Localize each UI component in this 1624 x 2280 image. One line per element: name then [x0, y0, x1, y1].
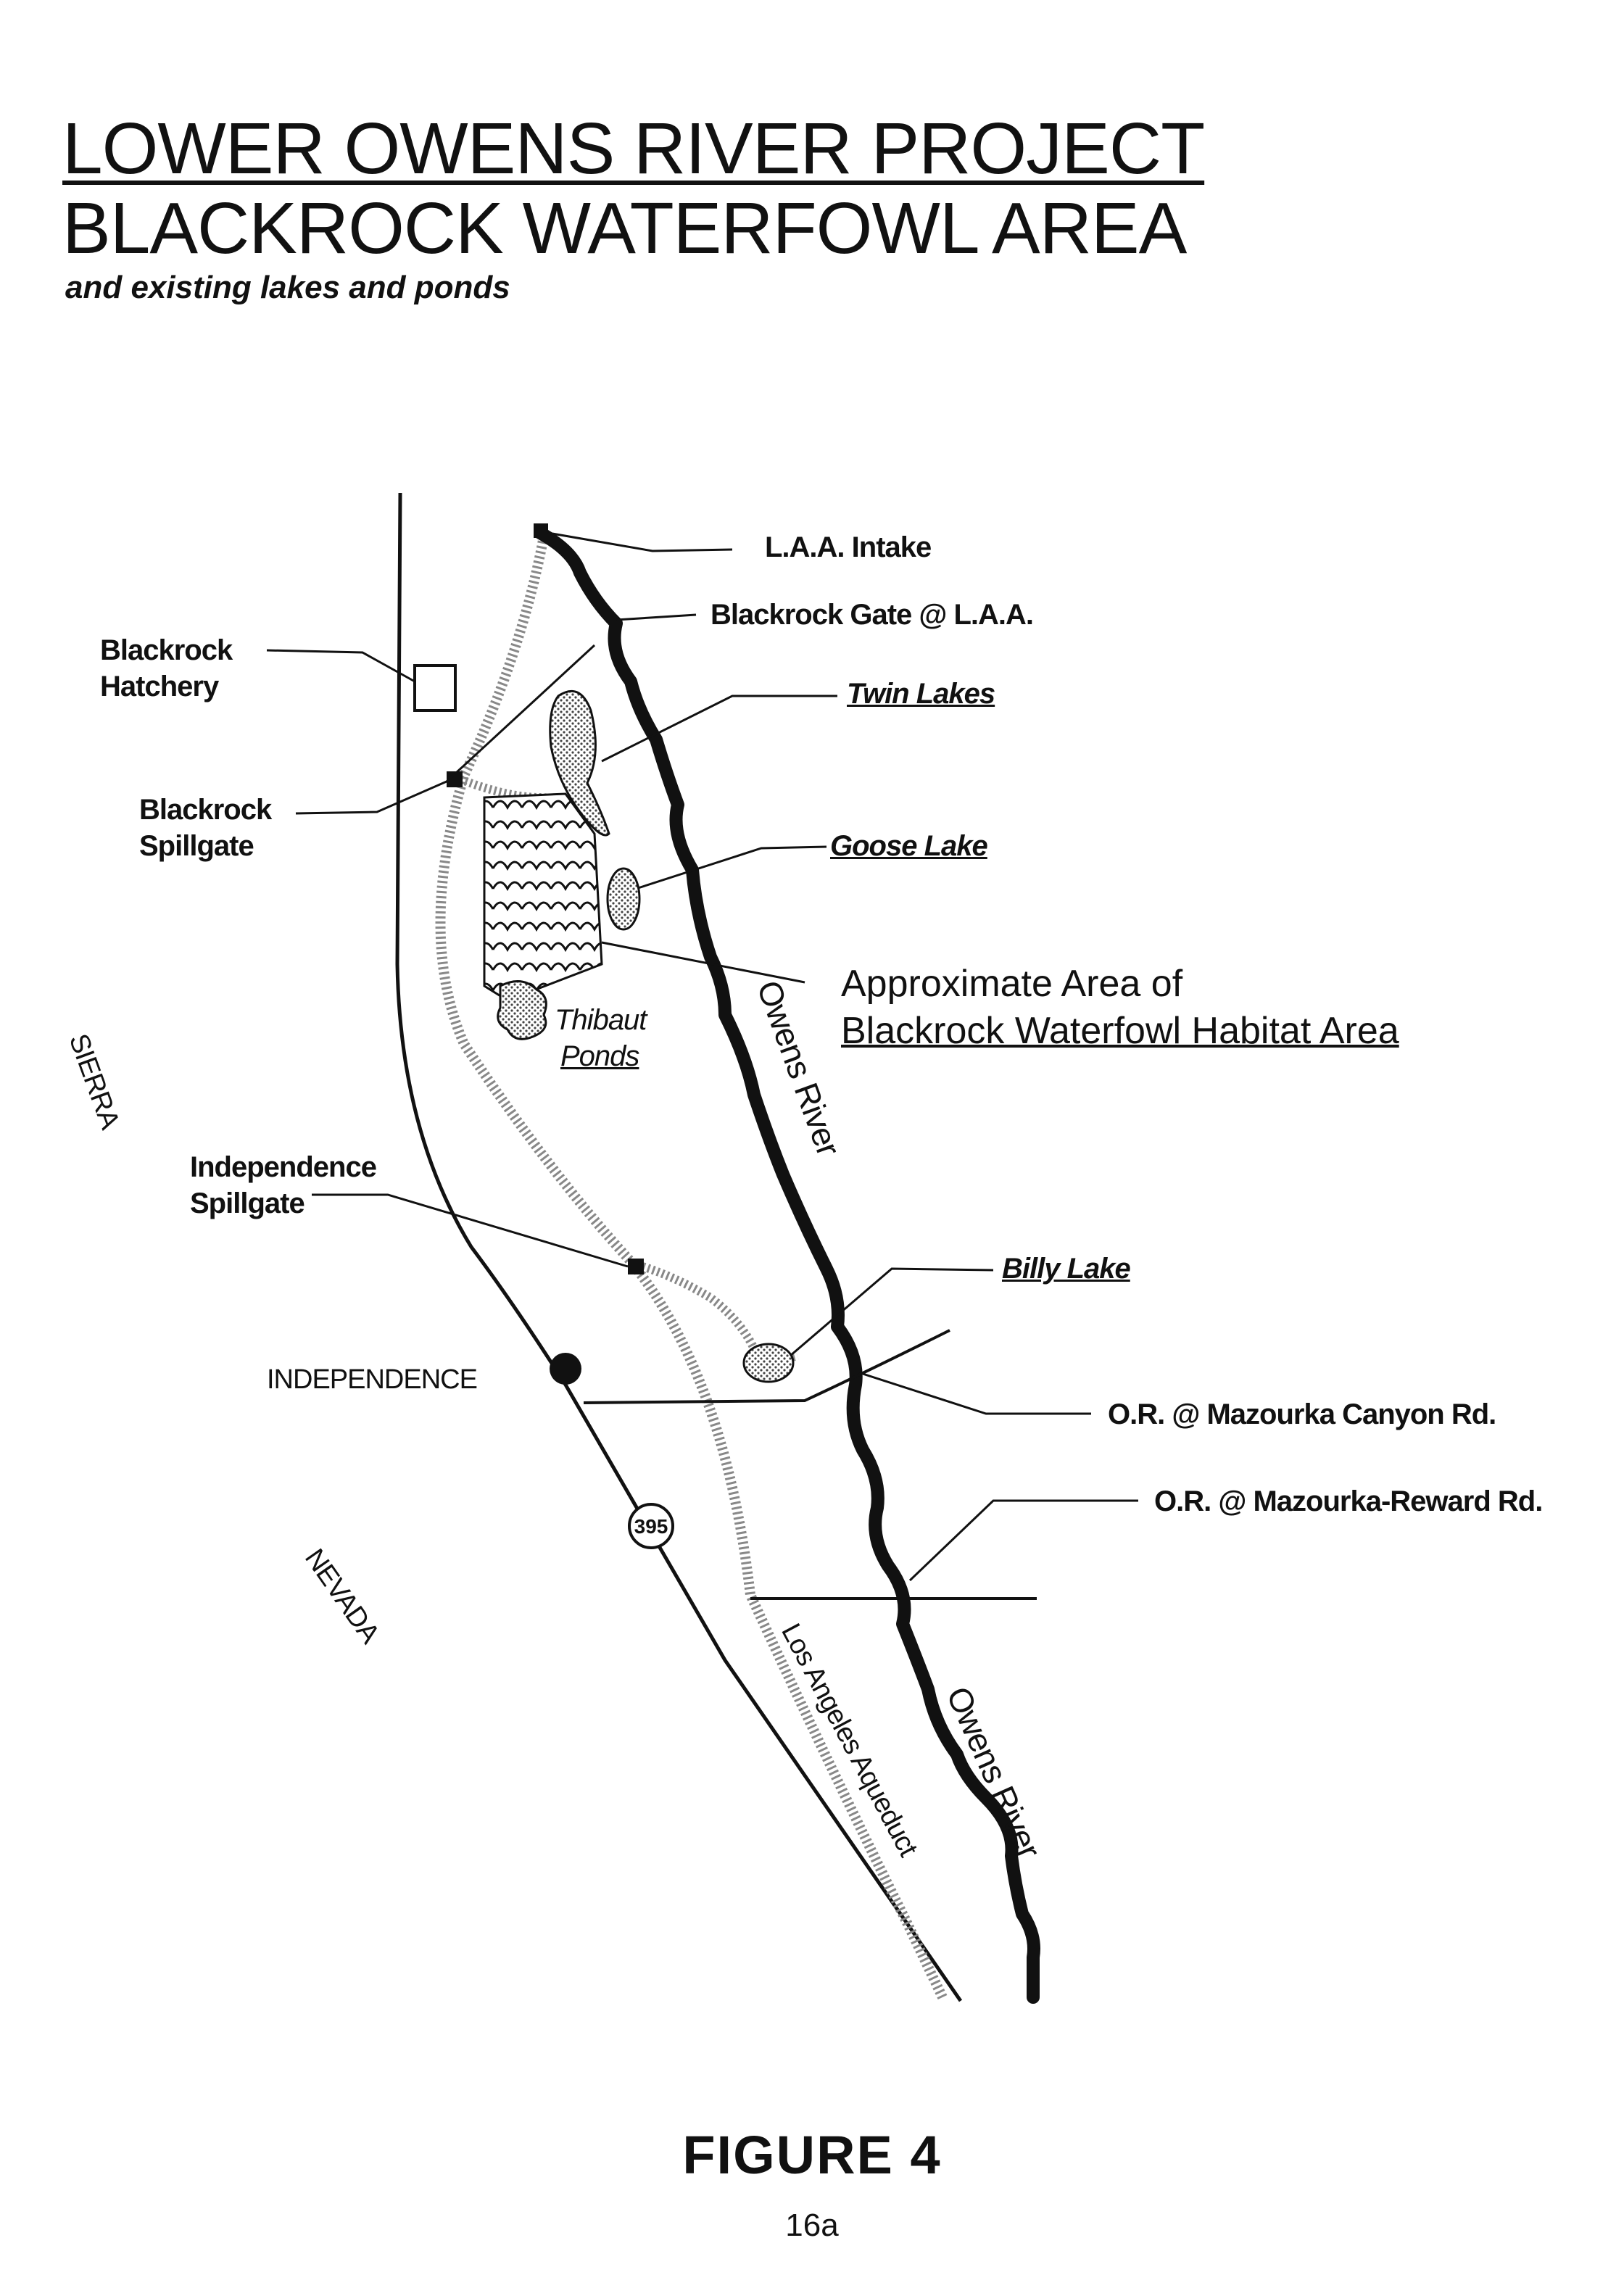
billy-lake-shape	[742, 1343, 795, 1383]
map-title-line-2: BLACKROCK WATERFOWL AREA	[62, 188, 1187, 269]
blackrock-spillgate-label: Blackrock Spillgate	[139, 792, 272, 864]
blackrock-spillgate-label-line-1: Blackrock	[139, 794, 272, 826]
blackrock-gate-label: Blackrock Gate @ L.A.A.	[710, 599, 1034, 631]
thibaut-ponds-shape	[497, 980, 547, 1040]
leader-billy-lake	[790, 1267, 994, 1357]
twin-lakes-label: Twin Lakes	[847, 678, 995, 710]
leader-hatchery	[266, 649, 415, 683]
laa-intake-label: L.A.A. Intake	[765, 531, 932, 563]
leader-blackrock-gate	[616, 613, 697, 621]
independence-label: INDEPENDENCE	[267, 1364, 478, 1395]
laa-intake-marker	[534, 523, 548, 538]
mazourka-canyon-label: O.R. @ Mazourka Canyon Rd.	[1108, 1398, 1496, 1430]
goose-lake-label: Goose Lake	[830, 830, 988, 862]
independence-spillgate-label: Independence Spillgate	[190, 1149, 377, 1222]
leader-indep-spillgate	[312, 1193, 629, 1268]
approx-area-label-line-2: Blackrock Waterfowl Habitat Area	[841, 1010, 1399, 1052]
independence-spillgate-label-line-1: Independence	[190, 1151, 377, 1183]
leader-twin-lakes	[601, 695, 837, 763]
billy-lake-label: Billy Lake	[1002, 1253, 1131, 1285]
habitat-area-shape	[483, 792, 603, 1002]
leader-laa-intake	[547, 531, 733, 552]
blackrock-hatchery-label: Blackrock Hatchery	[100, 632, 233, 705]
leader-approx-area	[601, 941, 805, 984]
mazourka-reward-label: O.R. @ Mazourka-Reward Rd.	[1154, 1485, 1543, 1517]
blackrock-hatchery-marker	[413, 664, 457, 712]
figure-caption: FIGURE 4	[682, 2125, 942, 2185]
thibaut-ponds-label-line-1: Thibaut	[555, 1004, 647, 1036]
independence-spillgate-marker	[628, 1259, 644, 1274]
highway-395-line	[395, 492, 963, 2002]
blackrock-spillgate-marker	[447, 771, 463, 787]
approx-area-label: Approximate Area of Blackrock Waterfowl …	[841, 961, 1399, 1055]
page-number: 16a	[785, 2208, 839, 2243]
map-title-line-1: LOWER OWENS RIVER PROJECT	[62, 108, 1205, 189]
mazourka-canyon-road	[583, 1329, 950, 1404]
leader-mazourka-canyon	[862, 1372, 1091, 1415]
leader-mazourka-reward	[908, 1499, 1138, 1582]
thibaut-ponds-label: Thibaut Ponds	[555, 1002, 647, 1074]
blackrock-hatchery-label-line-1: Blackrock	[100, 634, 233, 666]
twin-lakes-shape	[549, 689, 610, 837]
la-aqueduct-line	[435, 535, 948, 2000]
blackrock-hatchery-label-line-2: Hatchery	[100, 671, 219, 702]
blackrock-spillgate-label-line-2: Spillgate	[139, 830, 254, 862]
thibaut-ponds-label-line-2: Ponds	[560, 1040, 639, 1072]
owens-river-line	[534, 526, 1040, 2004]
leader-spillgate	[295, 644, 596, 815]
goose-lake-shape	[606, 867, 641, 931]
highway-395-label: 395	[634, 1515, 668, 1538]
independence-town-marker	[550, 1353, 581, 1385]
leader-goose-lake	[637, 845, 827, 890]
highway-395-shield	[628, 1503, 674, 1549]
map-subtitle: and existing lakes and ponds	[65, 270, 510, 305]
approx-area-label-line-1: Approximate Area of	[841, 963, 1183, 1005]
independence-spillgate-label-line-2: Spillgate	[190, 1187, 305, 1219]
